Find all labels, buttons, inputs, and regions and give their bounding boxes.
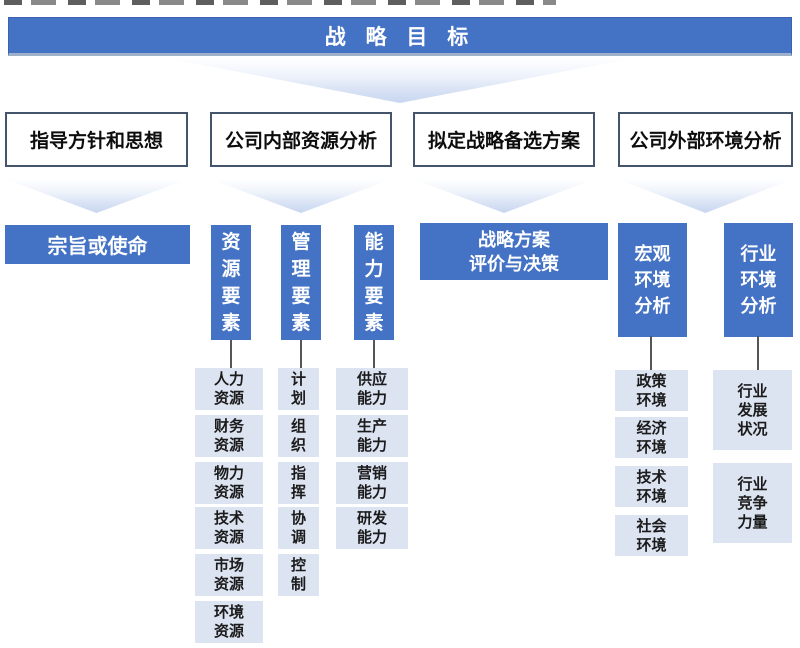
- leaf-policy-environment-label: 政策 环境: [636, 372, 667, 409]
- leaf-marketing-capability-label: 营销 能力: [356, 465, 387, 501]
- leaf-technical-resources-label: 技术 资源: [213, 510, 244, 546]
- down-arrow-4: [618, 179, 793, 213]
- leaf-economic-environment-label: 经济 环境: [636, 419, 667, 456]
- leaf-production-capability: 生产 能力: [336, 415, 408, 457]
- leaf-industry-development-label: 行业 发展 状况: [737, 382, 768, 438]
- leaf-commanding-label: 指 挥: [290, 465, 306, 501]
- leaf-social-environment: 社会 环境: [615, 515, 688, 556]
- leaf-rd-capability-label: 研发 能力: [356, 510, 387, 546]
- box-draft-strategy-alternatives: 拟定战略备选方案: [413, 112, 595, 167]
- box-management-factors-label: 管 理 要 素: [291, 231, 311, 334]
- box-external-environment-analysis: 公司外部环境分析: [618, 112, 793, 167]
- leaf-financial-resources-label: 财务 资源: [213, 418, 244, 454]
- leaf-market-resources-label: 市场 资源: [213, 557, 244, 593]
- leaf-controlling-label: 控 制: [290, 557, 306, 593]
- leaf-supply-capability-label: 供应 能力: [356, 371, 387, 407]
- leaf-industry-development: 行业 发展 状况: [713, 370, 792, 450]
- strategy-goal-label: 战 略 目 标: [324, 25, 476, 49]
- leaf-technical-resources: 技术 资源: [195, 507, 263, 549]
- connector-management: [300, 340, 302, 369]
- leaf-material-resources-label: 物力 资源: [213, 465, 244, 501]
- leaf-human-resources-label: 人力 资源: [213, 371, 244, 407]
- leaf-social-environment-label: 社会 环境: [636, 517, 667, 554]
- box-management-factors: 管 理 要 素: [281, 225, 321, 340]
- leaf-market-resources: 市场 资源: [195, 554, 263, 596]
- box-resource-factors: 资 源 要 素: [211, 225, 251, 340]
- leaf-coordinating-label: 协 调: [290, 510, 306, 546]
- box-industry-environment: 行业 环境 分析: [724, 223, 793, 337]
- box-industry-environment-label: 行业 环境 分析: [740, 244, 777, 316]
- leaf-human-resources: 人力 资源: [195, 368, 263, 410]
- leaf-rd-capability: 研发 能力: [336, 507, 408, 549]
- box-macro-environment-label: 宏观 环境 分析: [634, 244, 671, 316]
- connector-capability: [373, 340, 375, 369]
- leaf-organizing-label: 组 织: [290, 418, 306, 454]
- down-arrow-3: [413, 179, 595, 213]
- box-capability-factors: 能 力 要 素: [354, 225, 394, 340]
- box-mission-label: 宗旨或使命: [47, 236, 148, 258]
- leaf-environment-resources-label: 环境 资源: [213, 604, 244, 640]
- leaf-industry-competition-label: 行业 竞争 力量: [737, 475, 768, 531]
- connector-industry: [757, 336, 759, 371]
- leaf-economic-environment: 经济 环境: [615, 417, 688, 458]
- leaf-organizing: 组 织: [278, 415, 319, 457]
- down-arrow-main: [166, 58, 634, 103]
- down-arrow-2: [210, 179, 392, 213]
- leaf-supply-capability: 供应 能力: [336, 368, 408, 410]
- box-external-environment-analysis-label: 公司外部环境分析: [629, 131, 782, 152]
- box-mission: 宗旨或使命: [5, 225, 190, 264]
- box-resource-factors-label: 资 源 要 素: [221, 231, 241, 334]
- leaf-industry-competition: 行业 竞争 力量: [713, 463, 792, 543]
- leaf-policy-environment: 政策 环境: [615, 370, 688, 411]
- leaf-planning: 计 划: [278, 368, 319, 410]
- leaf-financial-resources: 财务 资源: [195, 415, 263, 457]
- box-internal-resource-analysis: 公司内部资源分析: [210, 112, 392, 167]
- leaf-technology-environment-label: 技术 环境: [636, 468, 667, 505]
- leaf-environment-resources: 环境 资源: [195, 601, 263, 643]
- leaf-material-resources: 物力 资源: [195, 462, 263, 504]
- leaf-technology-environment: 技术 环境: [615, 466, 688, 507]
- strategy-goal-banner: 战 略 目 标: [8, 17, 792, 56]
- leaf-production-capability-label: 生产 能力: [356, 418, 387, 454]
- down-arrow-1: [5, 179, 188, 213]
- box-internal-resource-analysis-label: 公司内部资源分析: [224, 131, 377, 152]
- leaf-planning-label: 计 划: [290, 371, 306, 407]
- leaf-controlling: 控 制: [278, 554, 319, 596]
- connector-resource: [230, 340, 232, 369]
- cropped-text-artifact: [4, 0, 556, 5]
- leaf-commanding: 指 挥: [278, 462, 319, 504]
- box-strategy-evaluation: 战略方案 评价与决策: [420, 223, 608, 280]
- leaf-marketing-capability: 营销 能力: [336, 462, 408, 504]
- box-macro-environment: 宏观 环境 分析: [618, 223, 687, 337]
- box-guiding-principles: 指导方针和思想: [5, 112, 188, 167]
- box-capability-factors-label: 能 力 要 素: [364, 231, 384, 334]
- box-strategy-evaluation-label: 战略方案 评价与决策: [469, 229, 559, 274]
- leaf-coordinating: 协 调: [278, 507, 319, 549]
- connector-macro: [650, 336, 652, 371]
- box-guiding-principles-label: 指导方针和思想: [29, 131, 163, 152]
- box-draft-strategy-alternatives-label: 拟定战略备选方案: [427, 131, 580, 152]
